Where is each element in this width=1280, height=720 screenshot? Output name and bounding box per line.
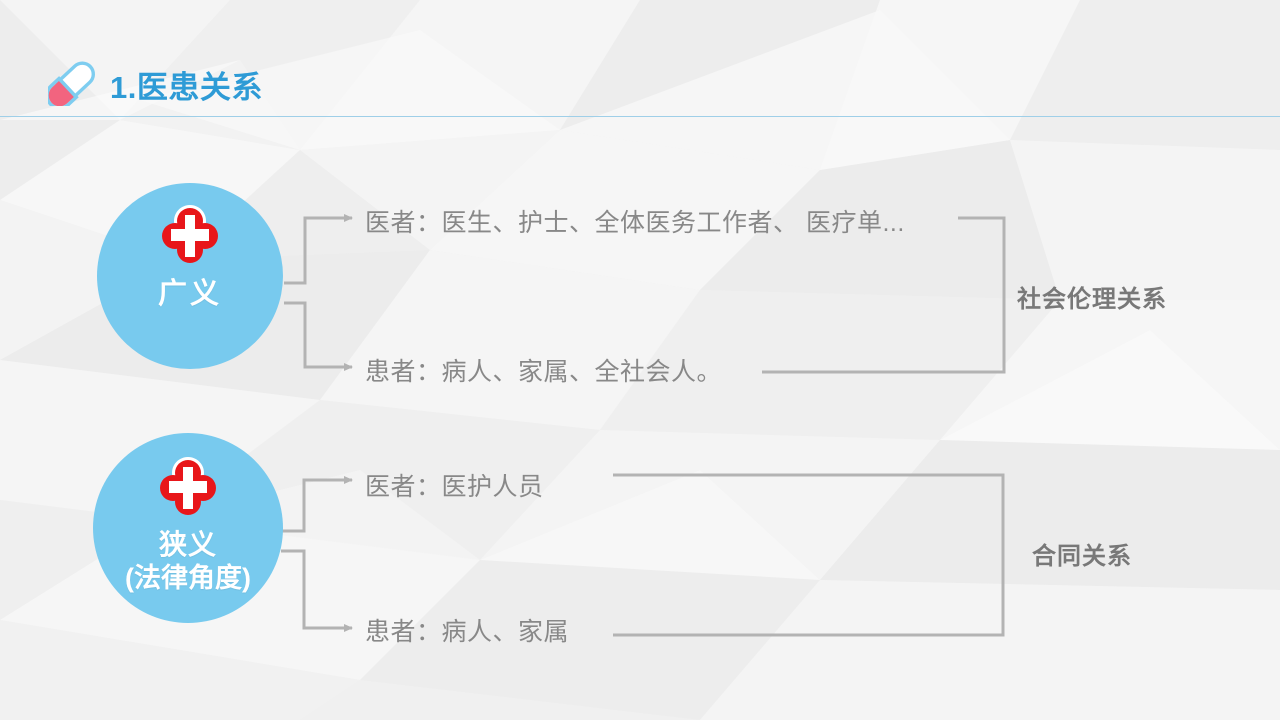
- group-label-social-ethics: 社会伦理关系: [1017, 286, 1167, 313]
- list-item-narrow-patient: 患者：病人、家属: [365, 618, 570, 646]
- medical-cross-badge-icon: [160, 457, 216, 515]
- pill-capsule-icon: [48, 61, 96, 106]
- node-circle-narrow-label-line2: (法律角度): [125, 563, 251, 594]
- node-circle-broad-label: 广义: [158, 277, 222, 312]
- page-title: 1.医患关系: [110, 70, 263, 105]
- node-circle-broad-label-line1: 广义: [157, 278, 222, 310]
- list-item-narrow-doctor: 医者：医护人员: [365, 473, 544, 501]
- list-item-broad-doctor: 医者：医生、护士、全体医务工作者、 医疗单...: [365, 209, 905, 237]
- header-divider: [0, 116, 1280, 117]
- list-item-broad-patient: 患者：病人、家属、全社会人。: [365, 358, 723, 386]
- connector-broad-doctor: [284, 214, 353, 285]
- group-label-contract: 合同关系: [1032, 543, 1132, 570]
- bracket-social-ethics: [762, 216, 1006, 374]
- node-circle-narrow[interactable]: 狭义 (法律角度): [93, 433, 283, 623]
- medical-cross-badge-icon: [162, 205, 218, 263]
- connector-broad-patient: [284, 301, 353, 371]
- node-circle-broad[interactable]: 广义: [97, 183, 283, 369]
- node-circle-narrow-label: 狭义 (法律角度): [125, 528, 251, 595]
- connector-narrow-patient: [281, 549, 353, 632]
- slide-header: 1.医患关系: [0, 0, 1280, 117]
- bracket-contract: [613, 473, 1005, 637]
- node-circle-narrow-label-line1: 狭义: [158, 529, 217, 560]
- connector-narrow-doctor: [281, 476, 353, 533]
